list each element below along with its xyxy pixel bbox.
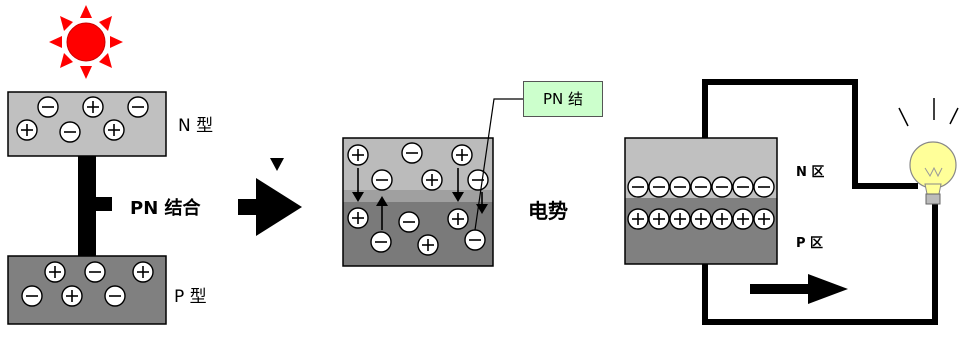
drift-arrows [352,168,488,230]
circuit-wires [702,79,938,325]
arrow-down-icon [270,158,284,171]
sun-icon [49,5,123,79]
pn-bond-stub [96,197,112,211]
pn-combine-label: PN 结合 [130,198,201,219]
n-type-label: N 型 [178,116,214,136]
light-bulb-icon [898,98,959,205]
arrow-right-icon [750,274,848,304]
circuit-block-border [624,137,778,265]
n-zone-label: N 区 [796,165,825,180]
circuit-p-region [625,198,777,264]
pn-junction-callout: PN 结 [523,81,603,117]
p-zone-label: P 区 [796,236,824,251]
combined-block-border [342,137,494,267]
junction-region [343,190,493,202]
potential-label: 电势 [528,199,568,223]
p-type-label: P 型 [174,287,207,307]
callout-pointer [474,98,523,231]
arrow-right-icon [238,178,302,236]
pn-bond-bar [78,156,96,256]
